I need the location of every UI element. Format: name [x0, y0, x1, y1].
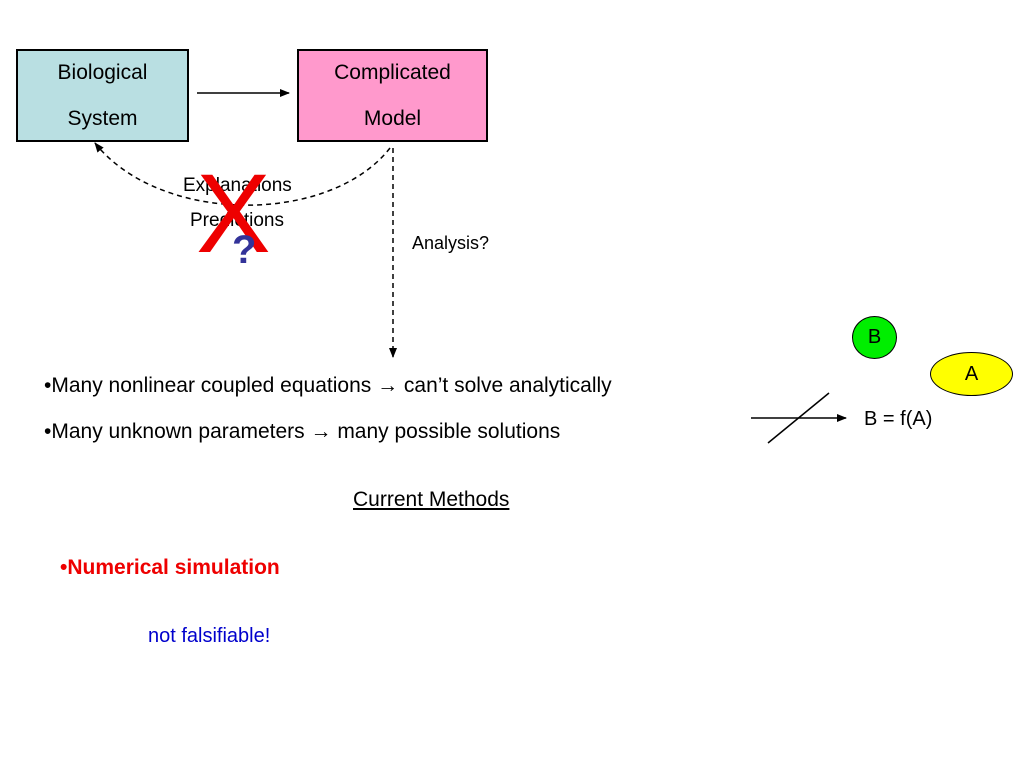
- question-mark: ?: [232, 228, 257, 272]
- node-a-label: A: [964, 362, 979, 385]
- relation-strike-line: [767, 392, 830, 444]
- not-falsifiable-label: not falsifiable!: [148, 625, 271, 647]
- complicated-model-line1: Complicated: [334, 60, 451, 84]
- complicated-model-box: Complicated Model: [297, 49, 488, 142]
- model-to-system-dashed-arrow: [94, 142, 391, 206]
- current-methods-heading: Current Methods: [353, 488, 510, 511]
- biological-system-box: Biological System: [16, 49, 189, 142]
- bullet-equations: •Many nonlinear coupled equations → can’…: [44, 374, 612, 397]
- predictions-label: Predictions: [190, 210, 284, 231]
- relation-label: B = f(A): [864, 408, 933, 430]
- bullet-parameters: •Many unknown parameters → many possible…: [44, 420, 561, 443]
- node-b-label: B: [867, 326, 882, 348]
- biological-system-line1: Biological: [57, 60, 148, 84]
- node-a-ellipse: A: [930, 352, 1013, 396]
- node-b-circle: B: [852, 316, 897, 359]
- cross-mark: X: [196, 151, 271, 276]
- explanations-label: Explanations: [183, 175, 292, 196]
- complicated-model-line2: Model: [363, 106, 422, 130]
- numerical-simulation-bullet: •Numerical simulation: [60, 556, 280, 579]
- biological-system-line2: System: [67, 106, 138, 130]
- analysis-label: Analysis?: [412, 233, 490, 253]
